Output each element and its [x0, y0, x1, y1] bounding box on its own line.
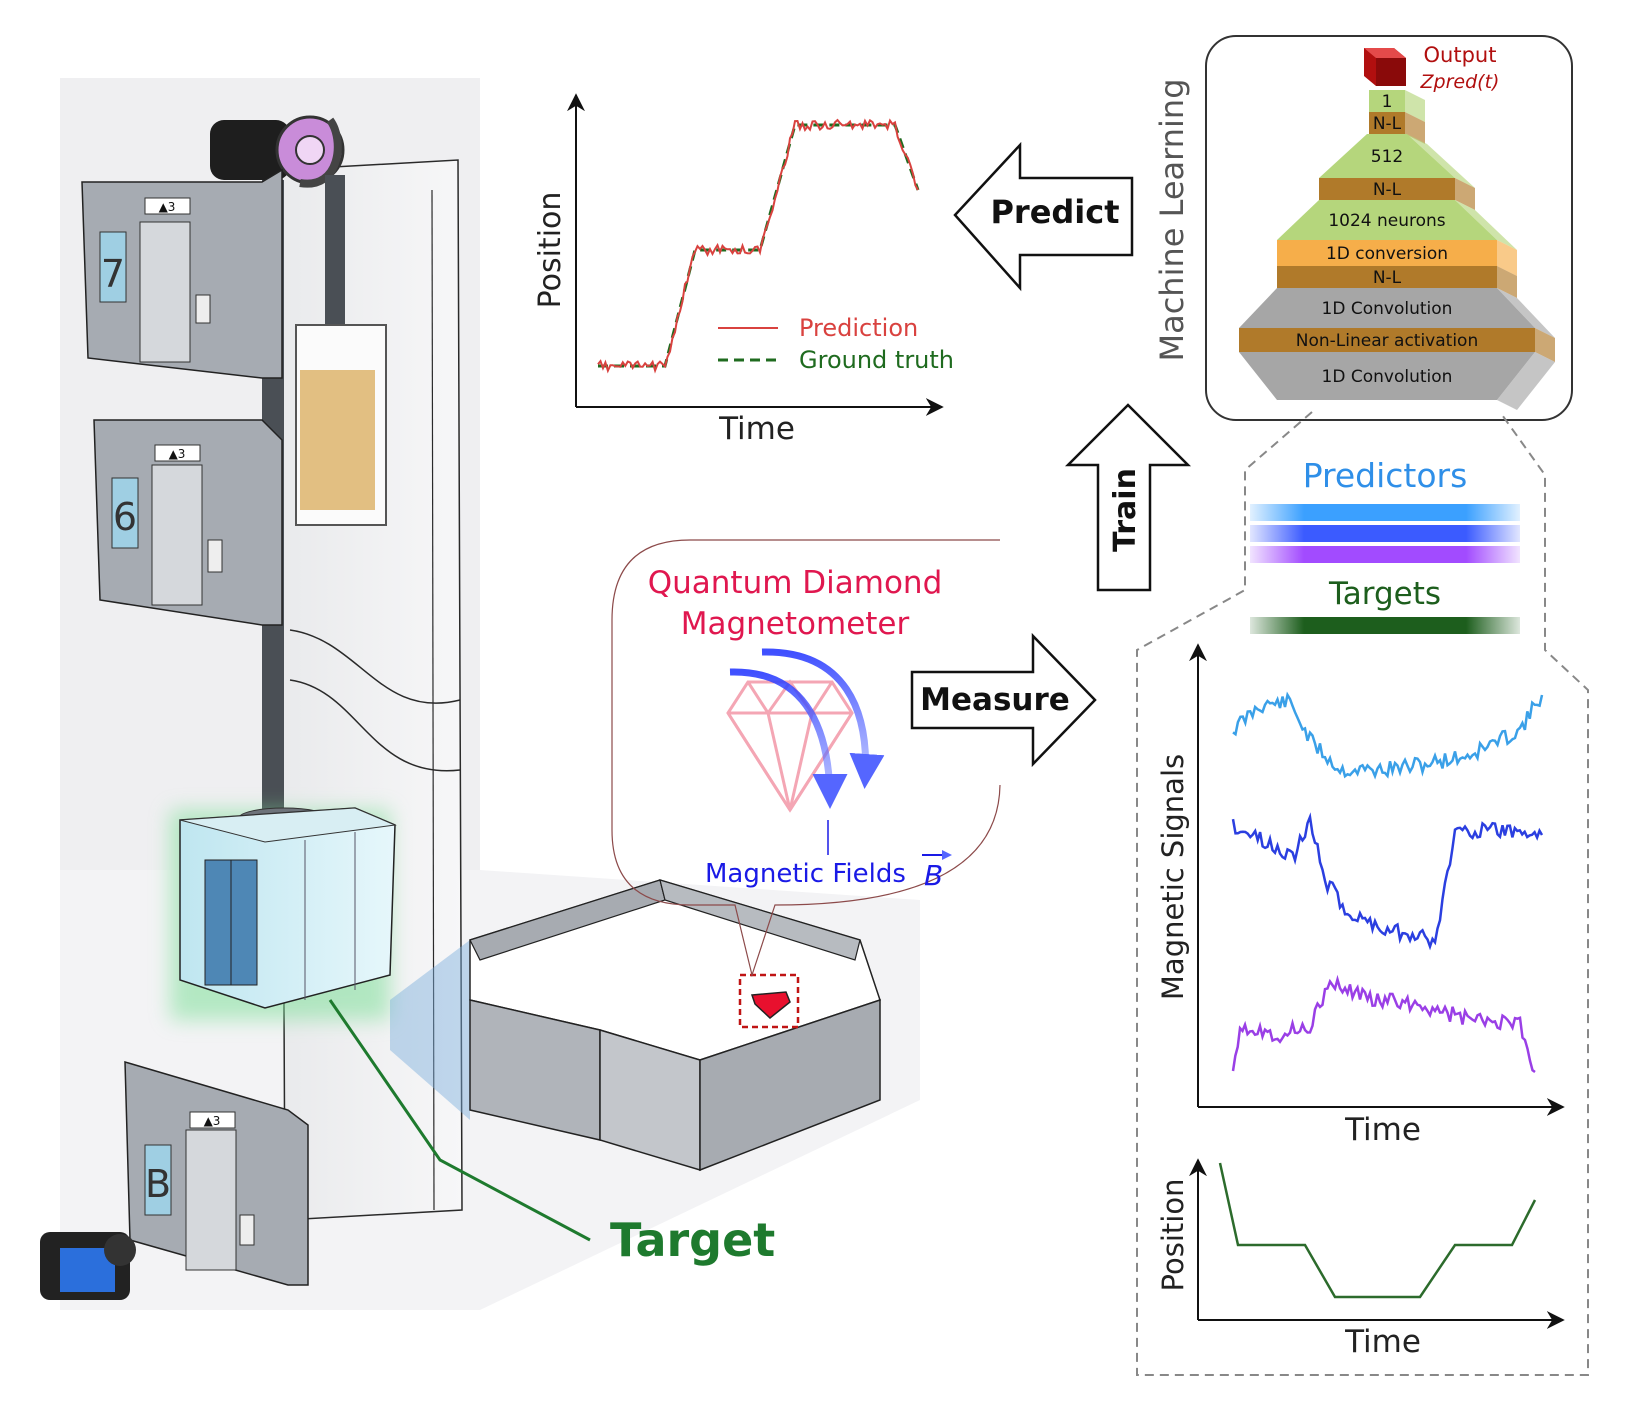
shaft-edge [431, 189, 435, 1211]
position-trace [1218, 1162, 1537, 1299]
floor-6-number: 6 [113, 495, 137, 539]
sensor-title-line1: Quantum Diamond [648, 565, 943, 601]
ml-layer-label-8: 1D Convolution [1322, 299, 1453, 319]
sensor-callout-border [611, 539, 1001, 978]
data-panel-border [1136, 411, 1589, 1376]
ml-layer-side-7 [1497, 266, 1517, 298]
floor-7-call-button [195, 294, 211, 324]
ml-panel: Machine Learning Output Zpred(t) 1N-L512… [1153, 35, 1573, 421]
ml-layer-2 [1369, 112, 1405, 134]
legend-prediction-label: Prediction [799, 314, 918, 342]
field-line-1 [729, 668, 848, 809]
elevator-scene: 7 ▲3 6 ▲3 Target [40, 78, 920, 1310]
ml-layer-side-6 [1497, 240, 1517, 276]
sensor-location-box [738, 973, 800, 1029]
ml-layer-4 [1319, 178, 1455, 200]
floor-6-call-button [207, 539, 223, 573]
floor-b-doorframe: B ▲3 [124, 1060, 309, 1286]
position-y-label: Position [1156, 1179, 1190, 1292]
fields-label: Magnetic Fields [705, 859, 906, 889]
prediction-trace [597, 118, 919, 374]
elevator-cabin [170, 807, 397, 1020]
ml-layer-side-8 [1497, 288, 1555, 338]
counterweight-cable [325, 175, 345, 335]
ml-title: Machine Learning [1153, 78, 1191, 361]
sensor-title-line2: Magnetometer [681, 606, 910, 642]
ml-layer-label-10: 1D Convolution [1322, 367, 1453, 387]
ml-layer-9 [1239, 328, 1535, 352]
legend-ground-truth-label: Ground truth [799, 346, 954, 374]
floor-7-doorframe: 7 ▲3 [81, 168, 283, 379]
position-x-label: Time [1344, 1324, 1421, 1360]
ml-layer-1 [1369, 90, 1405, 112]
signal-trace-2 [1231, 812, 1544, 951]
ml-layer-side-10 [1497, 352, 1555, 410]
ml-layer-8 [1239, 288, 1535, 328]
train-label: Train [1108, 468, 1143, 552]
signals-x-label: Time [1344, 1112, 1421, 1148]
ml-layer-side-5 [1455, 200, 1517, 250]
floor-7-number: 7 [101, 252, 125, 296]
ml-layer-side-3 [1407, 134, 1475, 188]
signals-y-label: Magnetic Signals [1156, 754, 1190, 1000]
predictors-label: Predictors [1303, 456, 1468, 495]
target-leader-line [328, 999, 591, 1242]
target-label: Target [610, 1213, 775, 1267]
ml-layer-7 [1277, 266, 1497, 288]
measure-arrow: Measure [910, 632, 1097, 768]
ml-layer-label-2: N-L [1373, 114, 1402, 134]
measure-label: Measure [920, 682, 1070, 718]
ml-layer-label-6: 1D conversion [1326, 244, 1448, 264]
data-panel: Predictors Targets Magnetic Signals Time… [1136, 411, 1589, 1376]
train-arrow: Train [1064, 403, 1192, 592]
camera-icon [40, 1232, 136, 1300]
floor-6-indicator: ▲3 [169, 447, 186, 461]
predictor-bar-3 [1250, 546, 1520, 563]
ml-layer-side-1 [1405, 90, 1425, 122]
predict-arrow: Predict [953, 141, 1134, 292]
counterweight [295, 324, 387, 526]
ml-layer-label-7: N-L [1373, 268, 1402, 288]
fields-symbol: B [924, 859, 943, 892]
floor-b-indicator: ▲3 [204, 1114, 221, 1128]
diamond-icon [726, 679, 854, 813]
hoist-motor [210, 115, 345, 188]
ml-layer-5 [1277, 200, 1497, 240]
predictor-bar-1 [1250, 504, 1520, 521]
ml-layer-10 [1239, 352, 1535, 400]
floor-7-indicator: ▲3 [159, 200, 176, 214]
ml-layer-label-1: 1 [1382, 92, 1393, 112]
ml-layer-label-5: 1024 neurons [1328, 211, 1445, 231]
sensor-callout: Quantum Diamond Magnetometer Magnetic Fi… [611, 539, 1001, 978]
sensor-diamond-icon [750, 991, 791, 1019]
prediction-plot: Position Time Prediction Ground truth [533, 93, 954, 447]
ml-layer-side-9 [1535, 328, 1555, 362]
output-cube [1364, 48, 1406, 86]
output-label: Output [1424, 43, 1497, 67]
ml-layer-label-9: Non-Linear activation [1296, 331, 1478, 351]
field-line-2 [761, 648, 885, 789]
floor-b-number: B [145, 1162, 171, 1206]
pred-y-label: Position [533, 192, 568, 309]
signal-trace-1 [1232, 691, 1544, 780]
camera-view-cone [390, 940, 470, 1120]
ml-layer-label-4: N-L [1373, 180, 1402, 200]
predict-label: Predict [990, 193, 1119, 231]
ml-layer-label-3: 512 [1371, 147, 1403, 167]
ml-layer-6 [1277, 240, 1497, 266]
shaft-cutaway [289, 629, 461, 772]
floor-6-doorframe: 6 ▲3 [93, 419, 283, 626]
ml-layer-3 [1319, 134, 1455, 178]
output-symbol: Zpred(t) [1420, 71, 1500, 93]
target-bar [1250, 617, 1520, 634]
room-floorplan [469, 879, 881, 1172]
predictor-bar-2 [1250, 525, 1520, 542]
targets-label: Targets [1328, 576, 1441, 612]
pred-x-label: Time [718, 411, 795, 447]
floor-b-call-button [239, 1214, 255, 1246]
signal-trace-3 [1231, 974, 1536, 1074]
ml-layer-side-4 [1455, 178, 1475, 210]
